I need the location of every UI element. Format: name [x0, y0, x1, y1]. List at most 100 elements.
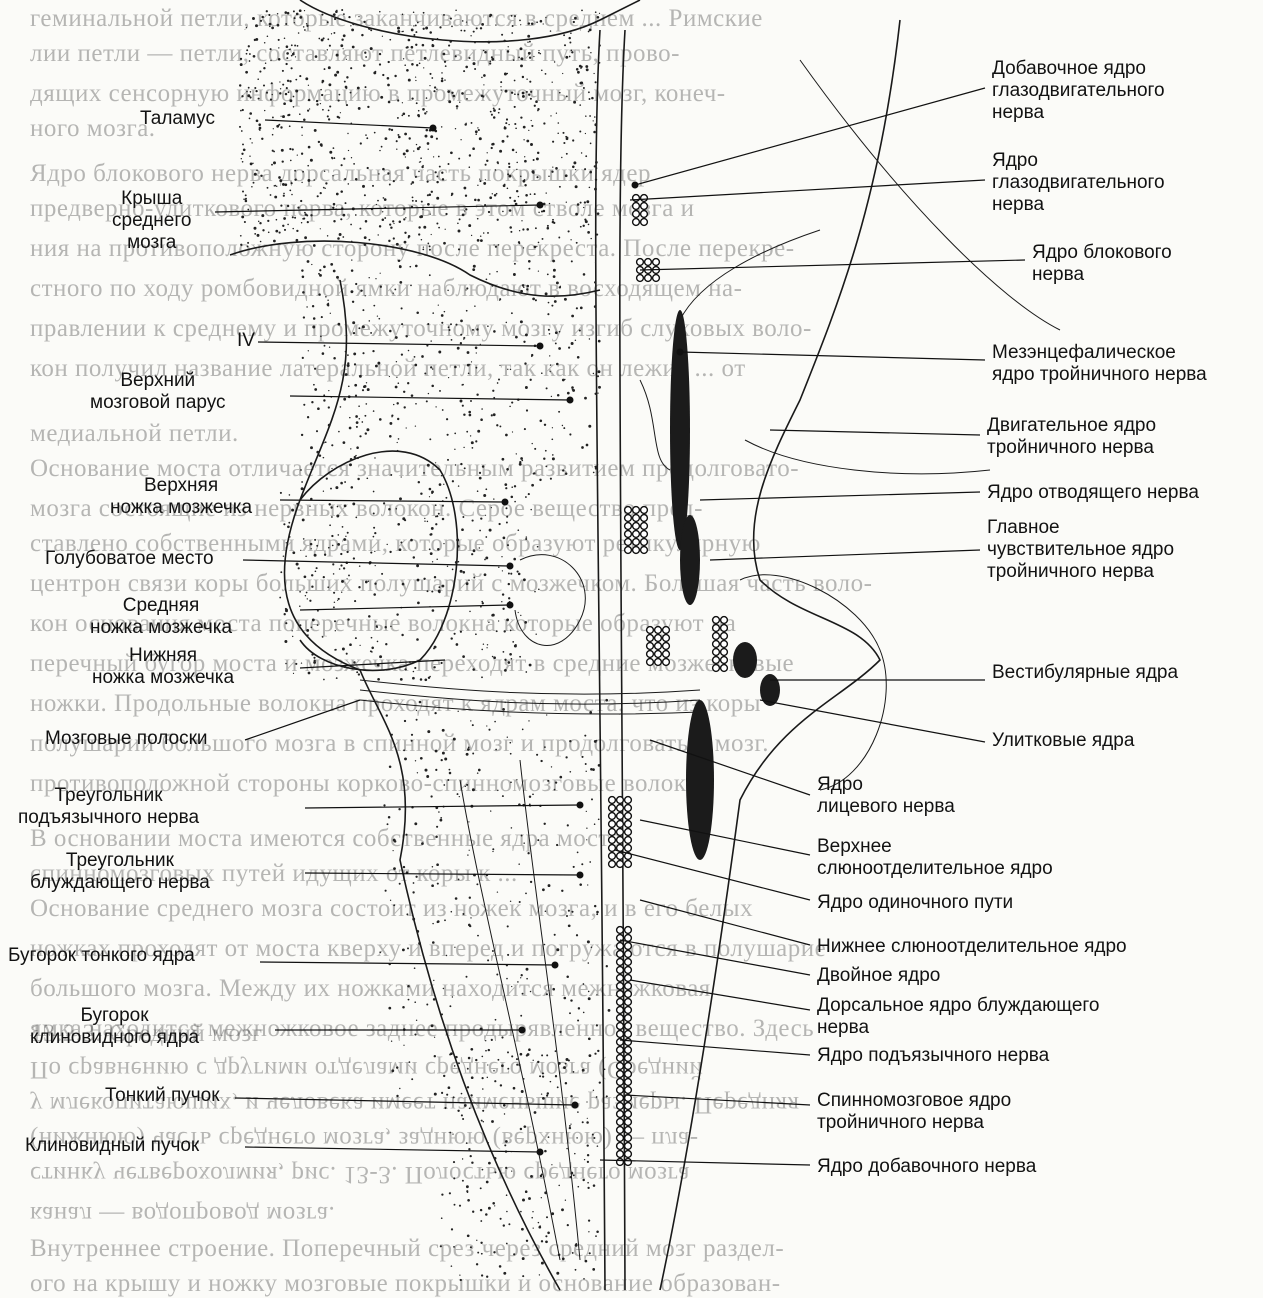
stipple-dot — [537, 152, 539, 154]
stipple-dot — [289, 494, 291, 496]
leader-line — [300, 605, 510, 610]
stipple-dot — [501, 1064, 504, 1067]
nucleus-spinal-trigeminal — [617, 1079, 624, 1086]
stipple-dot — [485, 164, 487, 166]
stipple-dot — [331, 33, 332, 34]
stipple-dot — [376, 204, 377, 205]
stipple-dot — [448, 377, 449, 378]
label-line: нерва — [992, 194, 1165, 216]
stipple-dot — [496, 974, 498, 976]
stipple-dot — [498, 567, 499, 568]
stipple-dot — [521, 220, 522, 221]
stipple-dot — [404, 668, 406, 670]
nucleus-spinal-trigeminal — [625, 959, 632, 966]
stipple-dot — [542, 1072, 544, 1074]
stipple-dot — [556, 363, 559, 366]
label-line: нерва — [817, 1017, 1099, 1039]
stipple-dot — [441, 172, 443, 174]
stipple-dot — [312, 618, 315, 621]
nucleus-hypoglossal — [609, 861, 616, 868]
stipple-dot — [512, 25, 514, 27]
nucleus-vestibular — [713, 617, 720, 624]
stipple-dot — [362, 325, 365, 328]
leader-line — [640, 820, 810, 855]
stipple-dot — [543, 210, 546, 213]
stipple-dot — [397, 134, 399, 136]
stipple-dot — [472, 520, 474, 522]
stipple-dot — [323, 399, 325, 401]
stipple-dot — [338, 431, 340, 433]
stipple-dot — [441, 322, 443, 324]
stipple-dot — [393, 293, 394, 294]
stipple-dot — [272, 134, 274, 136]
label-thalamus: Таламус — [140, 108, 215, 130]
stipple-dot — [291, 67, 293, 69]
stipple-dot — [396, 1066, 398, 1068]
stipple-dot — [329, 347, 330, 348]
stipple-dot — [293, 96, 295, 98]
stipple-dot — [518, 612, 519, 613]
stipple-dot — [518, 57, 520, 59]
stipple-dot — [375, 365, 378, 368]
stipple-dot — [438, 811, 440, 813]
stipple-dot — [526, 78, 527, 79]
stipple-dot — [462, 214, 465, 217]
stipple-dot — [550, 364, 551, 365]
stipple-dot — [308, 85, 309, 86]
stipple-dot — [453, 95, 456, 98]
stipple-dot — [291, 182, 293, 184]
nucleus-trochlear — [653, 259, 660, 266]
stipple-dot — [520, 1211, 522, 1213]
stipple-dot — [249, 53, 251, 55]
nucleus-trochlear — [645, 275, 652, 282]
stipple-dot — [377, 641, 379, 643]
stipple-dot — [285, 63, 287, 65]
stipple-dot — [457, 223, 459, 225]
label-abducens: Ядро отводящего нерва — [987, 482, 1199, 504]
stipple-dot — [477, 1252, 479, 1254]
stipple-dot — [285, 663, 287, 665]
stipple-dot — [391, 668, 392, 669]
nucleus-hypoglossal — [617, 861, 624, 868]
stipple-dot — [364, 243, 367, 246]
label-line: лицевого нерва — [817, 796, 955, 818]
stipple-dot — [411, 28, 414, 31]
stipple-dot — [553, 296, 555, 298]
stipple-dot — [581, 152, 582, 153]
stipple-dot — [432, 609, 435, 612]
stipple-dot — [562, 379, 565, 382]
stipple-dot — [594, 281, 596, 283]
nucleus-hypoglossal — [625, 821, 632, 828]
stipple-dot — [292, 551, 295, 554]
stipple-dot — [553, 222, 555, 224]
stipple-dot — [429, 193, 432, 196]
stipple-dot — [420, 157, 422, 159]
stipple-dot — [295, 56, 296, 57]
stipple-dot — [389, 765, 392, 768]
stipple-dot — [441, 80, 444, 83]
stipple-dot — [502, 795, 504, 797]
stipple-dot — [269, 23, 272, 26]
stipple-dot — [303, 538, 305, 540]
stipple-dot — [483, 494, 486, 497]
stipple-dot — [359, 435, 361, 437]
stipple-dot — [254, 227, 257, 230]
stipple-dot — [497, 382, 499, 384]
stipple-dot — [338, 323, 341, 326]
nucleus-hypoglossal — [609, 837, 616, 844]
stipple-dot — [402, 31, 404, 33]
nucleus-hypoglossal — [617, 837, 624, 844]
stipple-dot — [466, 1142, 468, 1144]
stipple-dot — [507, 173, 509, 175]
label-line: нерва — [992, 102, 1165, 124]
stipple-dot — [404, 133, 407, 136]
stipple-dot — [298, 32, 300, 34]
stipple-dot — [483, 50, 485, 52]
stipple-dot — [551, 305, 553, 307]
stipple-dot — [585, 155, 587, 157]
stipple-dot — [563, 34, 565, 36]
stipple-dot — [435, 750, 438, 753]
stipple-dot — [342, 236, 344, 238]
stipple-dot — [505, 507, 507, 509]
stipple-dot — [432, 39, 434, 41]
